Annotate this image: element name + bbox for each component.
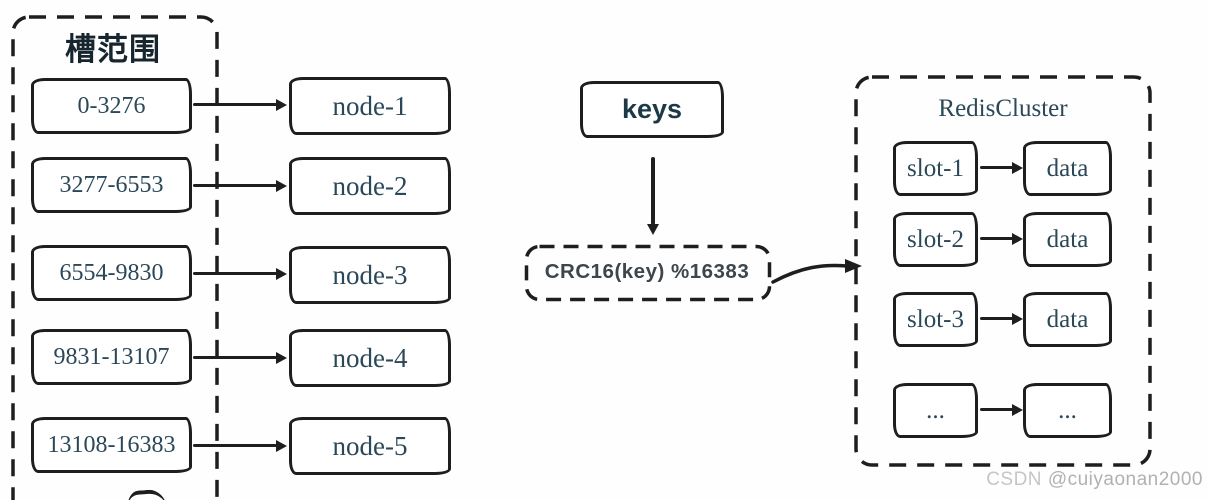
slot-to-data-arrow [980, 408, 1013, 411]
node-box: node-4 [289, 329, 451, 387]
slot-to-data-arrow [980, 166, 1013, 169]
slot-range-box: 9831-13107 [31, 329, 192, 385]
keys-to-hash-arrow [651, 157, 655, 225]
cluster-slot-box: slot-3 [893, 292, 978, 347]
range-to-node-arrow [193, 272, 277, 275]
cluster-slot-box: slot-1 [893, 141, 978, 196]
node-box: node-2 [289, 157, 451, 215]
keys-box: keys [580, 81, 724, 138]
watermark-brand: CSDN [986, 469, 1043, 490]
redis-cluster-title: RedisCluster [938, 95, 1068, 122]
watermark-handle: @cuiyaonan2000 [1047, 469, 1203, 490]
cluster-data-box: ... [1023, 383, 1112, 438]
hash-box-dashed-border [524, 244, 772, 302]
slot-range-panel-dashed-border [11, 15, 219, 500]
range-to-node-arrow [193, 444, 277, 447]
slot-to-data-arrow [980, 237, 1013, 240]
hash-to-cluster-arrow [771, 259, 862, 284]
cluster-data-box: data [1023, 141, 1112, 196]
slot-range-box: 3277-6553 [31, 157, 192, 213]
slot-range-box: 13108-16383 [31, 417, 192, 473]
cluster-slot-box: ... [893, 383, 978, 438]
hash-function-label: CRC16(key) %16383 [544, 260, 750, 283]
cluster-data-box: data [1023, 212, 1112, 267]
node-box: node-3 [289, 246, 451, 304]
node-box: node-1 [289, 77, 451, 135]
slot-to-data-arrow [980, 317, 1013, 320]
range-to-node-arrow [193, 184, 277, 187]
cluster-data-box: data [1023, 292, 1112, 347]
range-to-node-arrow [193, 356, 277, 359]
watermark: CSDN @cuiyaonan2000 [986, 469, 1203, 491]
node-box: node-5 [289, 417, 451, 475]
cluster-slot-box: slot-2 [893, 212, 978, 267]
range-to-node-arrow [193, 103, 277, 106]
slot-range-box: 0-3276 [31, 78, 192, 134]
redis-cluster-panel-dashed-border [854, 75, 1152, 467]
slot-range-box: 6554-9830 [31, 245, 192, 301]
slot-range-panel-title: 槽范围 [65, 32, 161, 67]
